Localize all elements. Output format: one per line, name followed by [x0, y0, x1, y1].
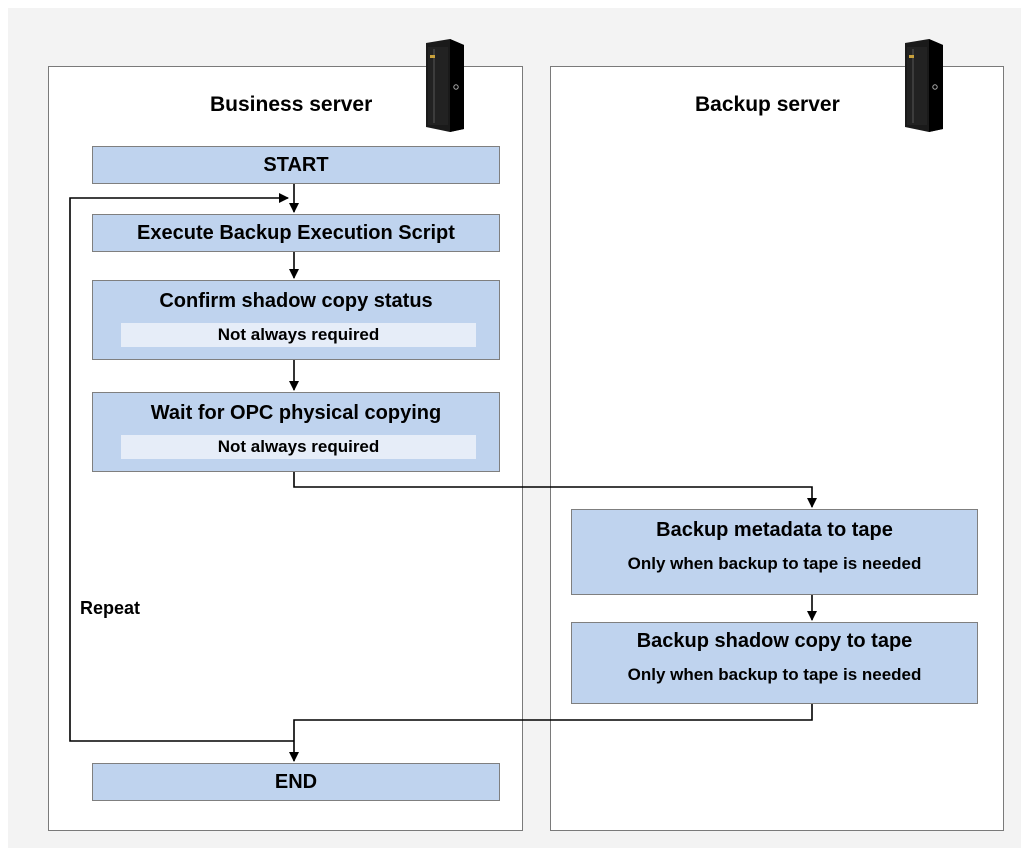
start-step: START [92, 146, 500, 184]
confirm-shadow-copy-label: Confirm shadow copy status [159, 290, 433, 312]
wait-opc-step: Wait for OPC physical copying Not always… [92, 392, 500, 472]
backup-metadata-label: Backup metadata to tape [656, 519, 893, 541]
backup-server-title: Backup server [695, 93, 840, 116]
server-tower-icon [426, 39, 464, 132]
execute-script-label: Execute Backup Execution Script [137, 222, 455, 244]
business-server-title: Business server [210, 93, 373, 116]
repeat-label: Repeat [80, 598, 141, 618]
backup-metadata-step: Backup metadata to tape Only when backup… [571, 509, 978, 595]
end-step: END [92, 763, 500, 801]
execute-script-step: Execute Backup Execution Script [92, 214, 500, 252]
backup-server-lane [550, 66, 1004, 831]
end-label: END [274, 771, 318, 793]
backup-shadow-step: Backup shadow copy to tape Only when bac… [571, 622, 978, 704]
backup-shadow-label: Backup shadow copy to tape [636, 630, 913, 652]
wait-note: Not always required [121, 435, 476, 459]
confirm-shadow-copy-step: Confirm shadow copy status Not always re… [92, 280, 500, 360]
confirm-note: Not always required [121, 323, 476, 347]
backup-metadata-note: Only when backup to tape is needed [627, 554, 922, 573]
server-tower-icon [905, 39, 943, 132]
backup-shadow-note: Only when backup to tape is needed [627, 665, 922, 684]
start-label: START [263, 154, 329, 176]
wait-opc-label: Wait for OPC physical copying [150, 402, 442, 424]
